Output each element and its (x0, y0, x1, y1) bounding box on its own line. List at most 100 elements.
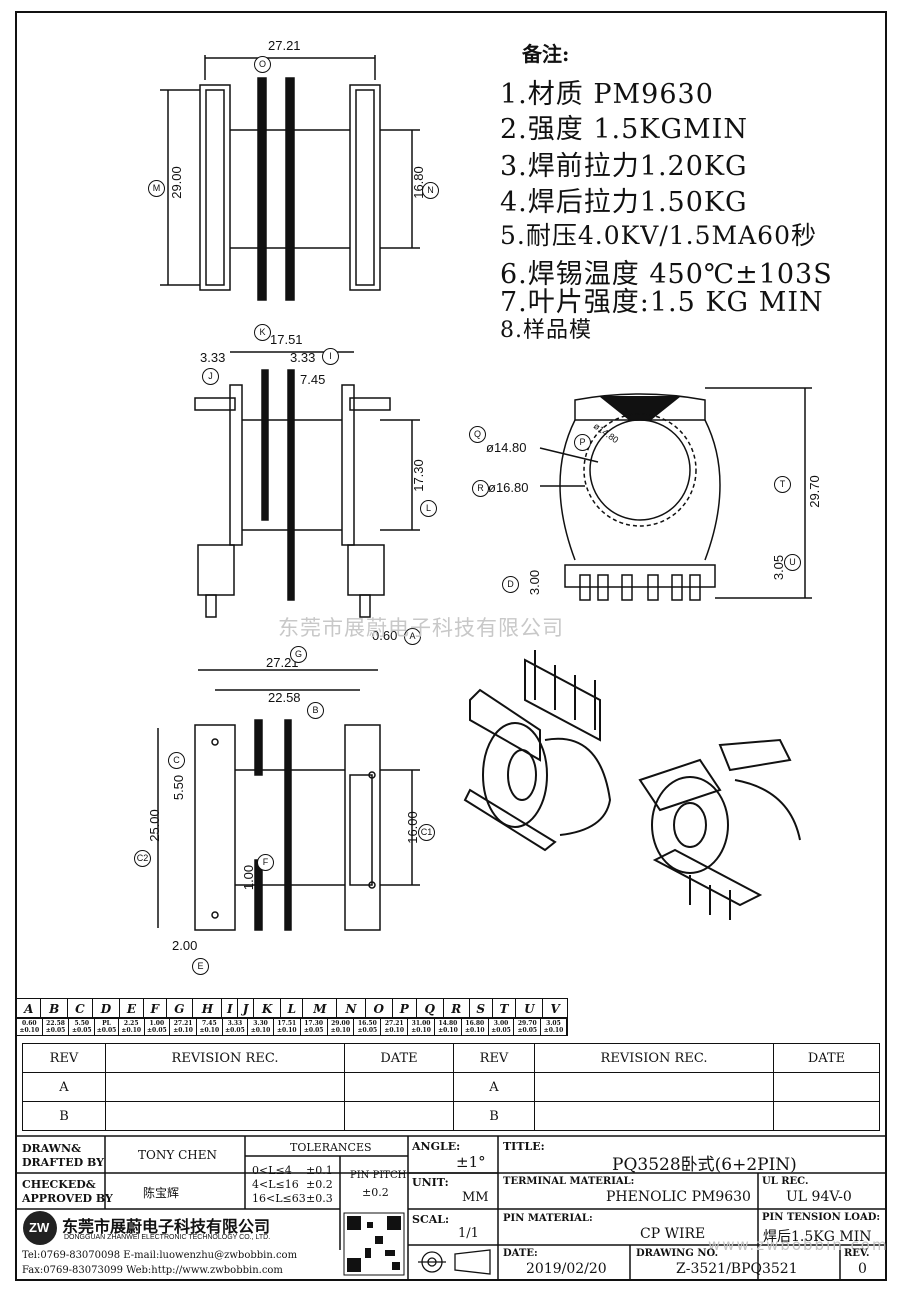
date-header: DATE (344, 1043, 454, 1073)
dim-value-cell: 31.00 ±0.10 (407, 1017, 435, 1036)
dim-side-pin: 3.00 (527, 569, 543, 596)
dim-value-cell: PL ±0.05 (94, 1017, 119, 1036)
dim-bot-inner: 22.58 (268, 690, 301, 705)
tol-range: 0<L≤4 (252, 1164, 292, 1177)
callout-c1: C1 (418, 824, 435, 841)
pin-tension: 焊后1.5KG MIN (763, 1229, 872, 1245)
revision-row: A A (22, 1072, 880, 1102)
callout-c: C (168, 752, 185, 769)
dim-letter-cell: J (237, 998, 255, 1019)
company-name-en: DONGGUAN ZHANWEI ELECTRONIC TECHNOLOGY C… (64, 1234, 271, 1241)
dim-top-height: 29.00 (168, 166, 184, 199)
side-view (539, 387, 812, 601)
drawing-date: 2019/02/20 (526, 1261, 607, 1277)
rev-id: B (22, 1101, 106, 1131)
callout-d: D (502, 576, 519, 593)
dim-letter-cell: F (143, 998, 167, 1019)
dim-letter-cell: S (468, 998, 493, 1019)
qr-code (343, 1212, 405, 1276)
dim-mid-gap: 7.45 (300, 372, 326, 387)
callout-e: E (192, 958, 209, 975)
dim-mid-height: 17.30 (410, 459, 426, 492)
revision-table: REV REVISION REC. DATE REV REVISION REC.… (22, 1043, 880, 1131)
dim-value-cell: 7.45 ±0.10 (196, 1017, 223, 1036)
callout-f: F (257, 854, 274, 871)
front-view (194, 351, 420, 618)
callout-b: B (307, 702, 324, 719)
pin-pitch-label: PIN PITCH (350, 1170, 407, 1181)
revision-number: 0 (858, 1261, 867, 1277)
dim-value-cell: 3.30 ±0.10 (247, 1017, 274, 1036)
drafted-label: DRAFTED BY (22, 1156, 104, 1169)
dim-letter-cell: V (542, 998, 568, 1019)
title-label: TITLE: (503, 1140, 545, 1153)
callout-g: G (290, 646, 307, 663)
dim-letter-cell: B (40, 998, 68, 1019)
dim-side-d2: ø16.80 (488, 480, 529, 495)
dim-value-cell: 27.21 ±0.10 (169, 1017, 198, 1036)
dim-mid-pin: 0.60 (372, 628, 398, 643)
dim-letter-cell: O (364, 998, 393, 1019)
dim-letter-cell: G (165, 998, 194, 1019)
rev-label: REV. (844, 1248, 870, 1259)
dim-value-cell: 17.51 ±0.10 (272, 1017, 301, 1036)
dim-bot-pitch: 5.50 (171, 774, 187, 801)
drawing-number: Z-3521/BPQ3521 (676, 1261, 798, 1277)
dim-letter-cell: P (391, 998, 417, 1019)
dim-letter-cell: M (302, 998, 338, 1019)
dim-bot-f: 1.00 (241, 864, 257, 891)
callout-n: N (422, 182, 439, 199)
angle-value: ±1° (456, 1153, 486, 1171)
tolerances-label: TOLERANCES (290, 1141, 372, 1154)
rev-header: REV (453, 1043, 535, 1073)
watermark: 东莞市展蔚电子科技有限公司 (278, 616, 564, 640)
note-item: 5.耐压4.0KV/1.5MA60秒 (500, 221, 817, 250)
terminal-material-label: TERMINAL MATERIAL: (503, 1176, 635, 1187)
dim-value-cell: 29.00 ±0.10 (326, 1017, 355, 1036)
note-item: 3.焊前拉力1.20KG (500, 151, 748, 182)
revision-rec-header: REVISION REC. (534, 1043, 774, 1073)
dim-letter-cell: T (491, 998, 517, 1019)
callout-a: A (404, 628, 421, 645)
dim-letter-cell: L (280, 998, 304, 1019)
bottom-view (157, 669, 420, 931)
approved-by: 陈宝辉 (143, 1186, 180, 1200)
callout-i: I (322, 348, 339, 365)
rev-id: B (453, 1101, 535, 1131)
dim-value-cell: 1.00 ±0.05 (143, 1017, 171, 1036)
note-item: 1.材质 PM9630 (500, 79, 714, 110)
dim-value-cell: 16.50 ±0.05 (353, 1017, 382, 1036)
company-tel: Tel:0769-83070098 E-mail:luowenzhu@zwbob… (22, 1250, 298, 1261)
pin-tension-label: PIN TENSION LOAD: (762, 1212, 881, 1223)
dim-side-height: 29.70 (806, 475, 822, 508)
notes-title: 备注: (522, 42, 570, 66)
dim-bot-inner-height: 16.00 (404, 811, 420, 844)
dim-value-cell: 2.25 ±0.10 (117, 1017, 145, 1036)
dim-letter-cell: Q (415, 998, 444, 1019)
dim-letter-cell: H (192, 998, 223, 1019)
tol-range: 16<L≤63 (252, 1192, 306, 1205)
callout-q: Q (469, 426, 486, 443)
dim-value-cell (565, 1017, 569, 1036)
revision-row: B B (22, 1101, 880, 1131)
callout-p: P (574, 434, 591, 451)
callout-r: R (472, 480, 489, 497)
callout-u: U (784, 554, 801, 571)
terminal-material: PHENOLIC PM9630 (606, 1189, 751, 1205)
rev-id: A (22, 1072, 106, 1102)
note-item: 7.叶片强度:1.5 KG MIN (500, 287, 824, 318)
pin-material-label: PIN MATERIAL: (503, 1213, 593, 1224)
isometric-view-2 (638, 738, 801, 920)
dim-mid-left: 3.33 (200, 350, 226, 365)
rev-header: REV (22, 1043, 106, 1073)
note-item: 4.焊后拉力1.50KG (500, 187, 748, 218)
dim-value-cell: 16.80 ±0.10 (460, 1017, 489, 1036)
dim-letter-cell: A (15, 998, 42, 1019)
drawing-no-label: DRAWING NO. (636, 1248, 719, 1259)
callout-t: T (774, 476, 791, 493)
angle-label: ANGLE: (412, 1140, 461, 1153)
tol-range: 4<L≤16 (252, 1178, 299, 1191)
revision-header: REV REVISION REC. DATE REV REVISION REC.… (22, 1043, 880, 1073)
drawing-title: PQ3528卧式(6+2PIN) (612, 1155, 797, 1175)
